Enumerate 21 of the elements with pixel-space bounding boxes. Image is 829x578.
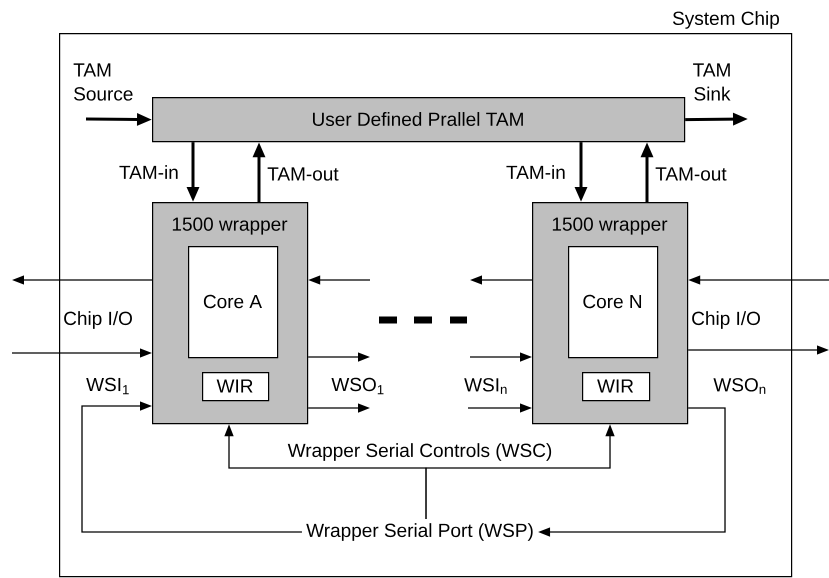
- signal-label: Chip I/O: [692, 311, 760, 329]
- edge-label: WSI$_{n}$: [464, 378, 507, 394]
- node-label: System Chip: [672, 11, 779, 29]
- port-text: Wrapper Serial Port (WSP): [306, 523, 533, 541]
- core-box: Core A: [188, 246, 278, 358]
- bus-box: User Defined Prallel TAM: [152, 97, 686, 142]
- edge-label: WSI$_{1}$: [86, 378, 129, 394]
- edge-label: WSO$_{n}$: [713, 378, 766, 394]
- edge-label: WSO$_{1}$: [331, 378, 384, 394]
- arrow: [81, 401, 302, 533]
- edge-label: TAM-out: [656, 167, 727, 181]
- edge-label: TAM-in: [119, 165, 178, 179]
- edge-label: TAM Source: [74, 63, 133, 101]
- edge-label: TAM-out: [268, 167, 338, 181]
- signal-label: Chip I/O: [64, 311, 132, 329]
- edge-label: TAM Sink: [693, 63, 730, 101]
- register-box: WIR: [582, 372, 650, 402]
- edge-label: Wrapper Serial Controls (WSC): [288, 443, 552, 461]
- core-box: Core N: [568, 246, 658, 358]
- register-box: WIR: [202, 372, 270, 402]
- edge-label: TAM-in: [506, 165, 565, 179]
